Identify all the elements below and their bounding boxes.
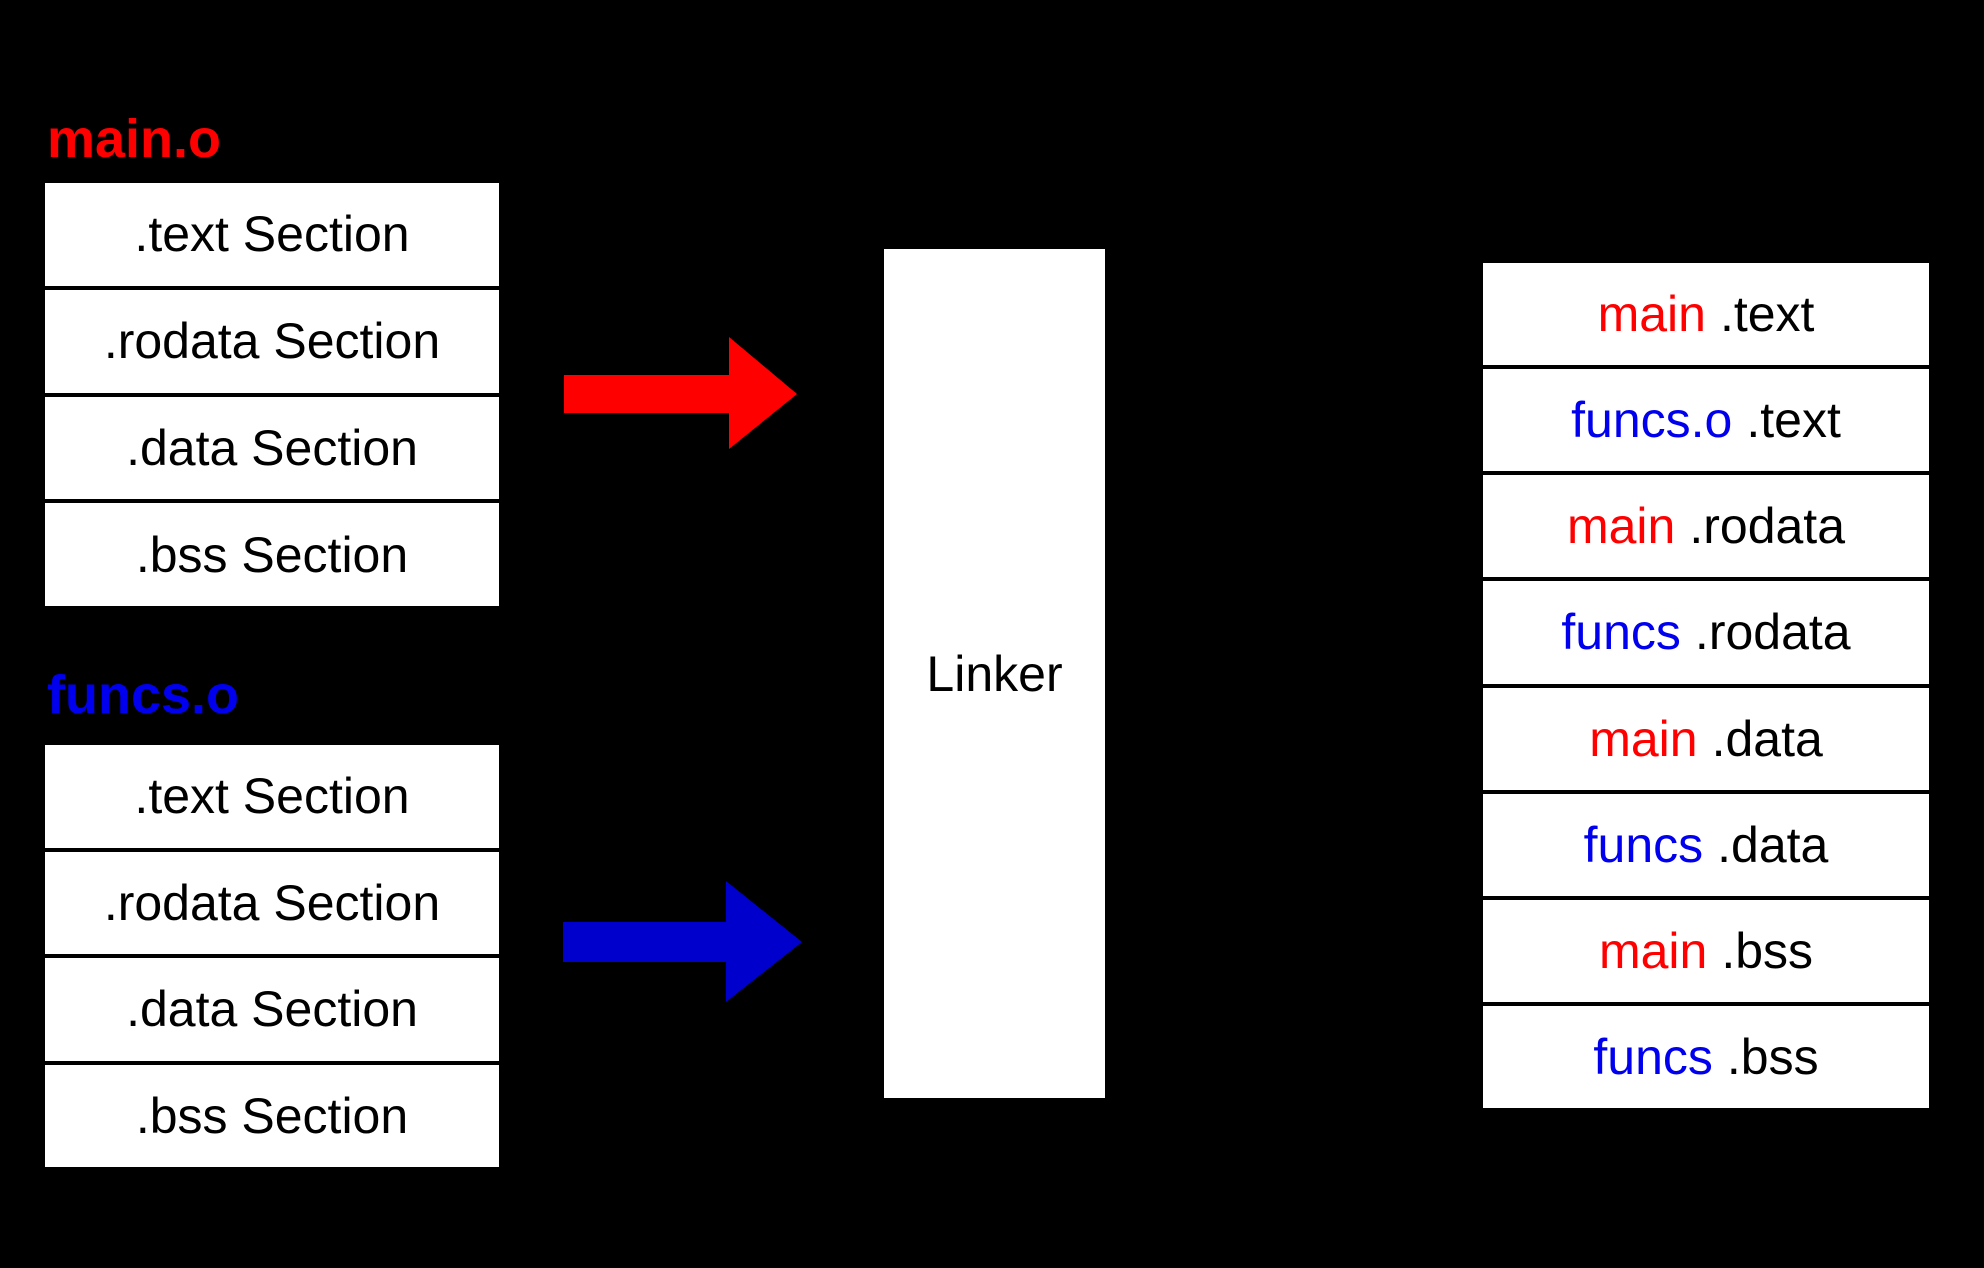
section-row: .data Section — [45, 958, 499, 1061]
output-object-name: main — [1566, 498, 1676, 555]
output-object-name: funcs — [1583, 816, 1704, 873]
main-o-label: main.o — [47, 109, 222, 169]
funcs-o-label: funcs.o — [47, 665, 240, 725]
output-row: funcs .data — [1483, 793, 1929, 896]
section-row: .rodata Section — [45, 289, 499, 393]
funcs-o-section-stack: .text Section .rodata Section .data Sect… — [45, 745, 499, 1167]
output-object-name: main — [1598, 922, 1708, 979]
output-row: main .text — [1483, 263, 1929, 366]
linker-box: Linker — [884, 249, 1105, 1098]
output-section-name: .data — [1711, 710, 1823, 767]
output-object-name: main — [1589, 710, 1698, 767]
output-section-name: .rodata — [1694, 604, 1851, 661]
output-row: funcs .rodata — [1483, 581, 1929, 684]
section-row: .bss Section — [45, 503, 499, 606]
output-section-name: .data — [1717, 816, 1829, 873]
output-row: funcs .bss — [1483, 1005, 1929, 1108]
output-section-name: .text — [1719, 286, 1815, 343]
section-row: .bss Section — [45, 1064, 499, 1167]
output-row: funcs.o .text — [1483, 369, 1929, 472]
output-object-name: funcs.o — [1571, 392, 1733, 449]
main-o-section-stack: .text Section .rodata Section .data Sect… — [45, 183, 499, 606]
section-row: .text Section — [45, 183, 499, 286]
output-section-name: .text — [1746, 392, 1841, 449]
section-row: .rodata Section — [45, 851, 499, 954]
red-arrow-shape — [564, 337, 797, 449]
output-object-name: funcs — [1561, 604, 1681, 661]
linker-label: Linker — [926, 645, 1063, 702]
section-row: .text Section — [45, 745, 499, 848]
output-object-name: main — [1597, 286, 1706, 343]
output-section-name: .rodata — [1689, 498, 1846, 555]
output-row: main .bss — [1483, 899, 1929, 1002]
output-row: main .rodata — [1483, 475, 1929, 578]
output-section-stack: main .text funcs.o .text main .rodata fu… — [1483, 263, 1929, 1108]
output-row: main .data — [1483, 687, 1929, 790]
output-section-name: .bss — [1726, 1028, 1819, 1085]
output-object-name: funcs — [1593, 1028, 1713, 1085]
main-to-linker-arrow-icon — [564, 337, 797, 449]
output-section-name: .bss — [1721, 922, 1814, 979]
section-row: .data Section — [45, 396, 499, 500]
funcs-to-linker-arrow-icon — [563, 881, 802, 1002]
blue-arrow-shape — [563, 881, 802, 1002]
